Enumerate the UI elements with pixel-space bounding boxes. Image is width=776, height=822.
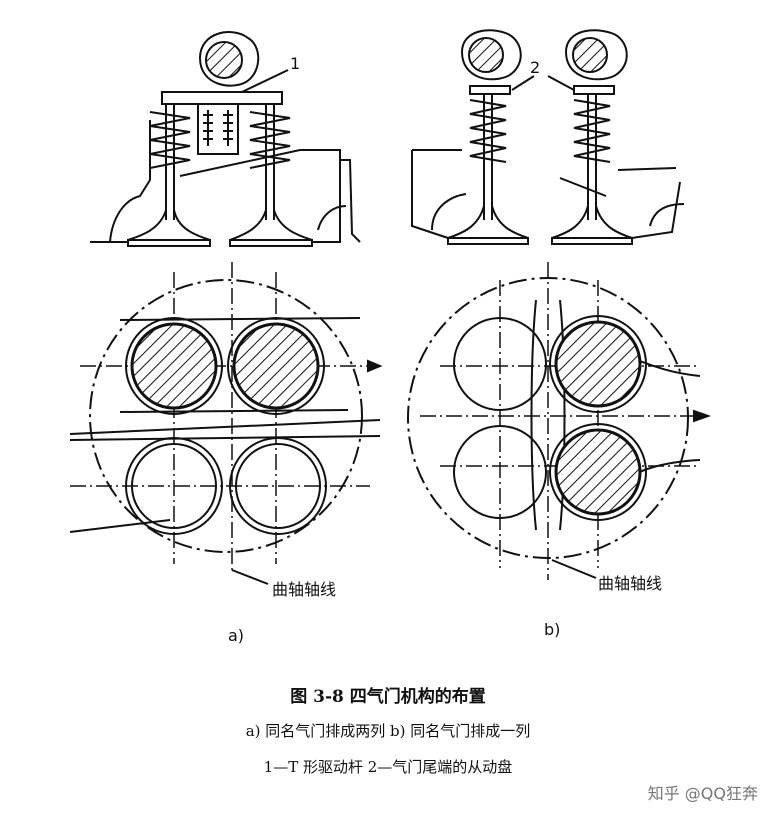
panel-b-top-view — [407, 262, 711, 580]
valve-b-top-left — [453, 317, 547, 411]
valve-b-bottom-right — [554, 428, 642, 516]
caption-line-2: 1—T 形驱动杆 2—气门尾端的从动盘 — [263, 758, 513, 776]
camshaft-a — [205, 41, 243, 79]
valve-b-bottom-left — [453, 425, 547, 519]
follower-disc-right — [573, 85, 615, 95]
valve-a-top-left-ring — [125, 317, 223, 415]
t-rod-bar — [161, 91, 283, 105]
panel-b-side-view — [411, 29, 685, 245]
cam-lobe-a — [198, 31, 260, 87]
panel-a-side-view — [90, 31, 361, 247]
callout-2: 2 — [530, 58, 541, 77]
panel-b-label: b) — [544, 620, 561, 639]
valve-a-top-right — [232, 322, 320, 410]
callout-1: 1 — [290, 54, 301, 73]
crank-axis-label-a: 曲轴轴线 — [272, 580, 337, 599]
valve-head-a-left — [127, 209, 211, 241]
crank-axis-label-b: 曲轴轴线 — [598, 574, 663, 593]
camshaft-b-right — [572, 37, 608, 73]
figure-title: 图 3-8 四气门机构的布置 — [290, 687, 486, 707]
panel-a-top-view — [69, 262, 383, 585]
t-rod-stem — [197, 103, 239, 155]
valve-b-top-right — [554, 320, 642, 408]
cylinder-bore-a — [89, 279, 363, 553]
panel-a-label: a) — [228, 626, 245, 645]
valve-a-bottom-left — [131, 443, 217, 529]
follower-disc-left — [469, 85, 511, 95]
valve-a-bottom-right — [235, 443, 321, 529]
watermark: 知乎 @QQ狂奔 — [647, 784, 758, 803]
camshaft-b-left — [468, 37, 504, 73]
valve-a-top-left — [130, 322, 218, 410]
valve-head-a-right — [229, 209, 313, 241]
caption-line-1: a) 同名气门排成两列 b) 同名气门排成一列 — [245, 722, 531, 740]
